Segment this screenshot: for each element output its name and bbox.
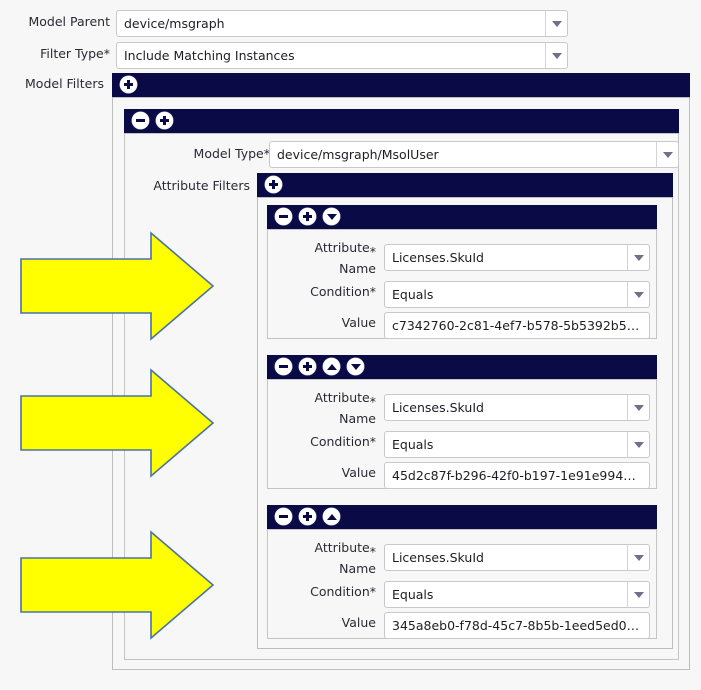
attribute-name-select[interactable]: Licenses.SkuId: [384, 544, 650, 571]
model-parent-select[interactable]: device/msgraph: [116, 10, 568, 37]
condition-select[interactable]: Equals: [384, 281, 650, 308]
add-attribute-filter-button[interactable]: [299, 208, 316, 225]
attribute-filters-label: Attribute Filters: [153, 178, 250, 193]
condition-dropdown-button[interactable]: [627, 582, 649, 607]
attribute-filter-block: Attribute* Name Licenses.SkuId Condition…: [267, 229, 657, 339]
model-filters-panel: Model Type* device/msgraph/MsolUser Attr…: [112, 97, 690, 670]
condition-dropdown-button[interactable]: [627, 432, 649, 457]
remove-model-filter-button[interactable]: [132, 112, 149, 129]
remove-attribute-filter-button[interactable]: [275, 208, 292, 225]
value-input-text: 45d2c87f-b296-42f0-b197-1e91e994b9ff: [392, 468, 643, 483]
filter-type-dropdown-button[interactable]: [545, 43, 567, 68]
condition-label: Condition*: [310, 434, 376, 449]
condition-label: Condition*: [310, 584, 376, 599]
attribute-name-label-line2: Name: [339, 261, 376, 276]
model-filters-label: Model Filters: [25, 76, 104, 91]
required-asterisk: *: [369, 244, 376, 259]
move-up-attribute-filter-button[interactable]: [323, 508, 340, 525]
value-input[interactable]: c7342760-2c81-4ef7-b578-5b5392b57abf: [384, 312, 650, 339]
model-filter-block-panel: Model Type* device/msgraph/MsolUser Attr…: [124, 133, 679, 660]
condition-value: Equals: [392, 437, 434, 452]
attribute-filter-block: Attribute* Name Licenses.SkuId Condition…: [267, 379, 657, 489]
required-asterisk: *: [369, 394, 376, 409]
attribute-name-dropdown-button[interactable]: [627, 395, 649, 420]
condition-value: Equals: [392, 587, 434, 602]
chevron-down-icon: [633, 254, 644, 261]
value-label: Value: [341, 615, 376, 630]
attribute-filters-panel: Attribute* Name Licenses.SkuId Condition…: [257, 197, 673, 649]
filter-type-value: Include Matching Instances: [124, 48, 295, 63]
attribute-name-value: Licenses.SkuId: [392, 550, 484, 565]
chevron-down-icon: [633, 291, 644, 298]
model-parent-value: device/msgraph: [124, 16, 225, 31]
move-down-attribute-filter-button[interactable]: [323, 208, 340, 225]
move-up-attribute-filter-button[interactable]: [323, 358, 340, 375]
add-attribute-filter-button[interactable]: [265, 176, 282, 193]
filter-type-label-wrap: Filter Type*: [0, 40, 110, 68]
attribute-name-value: Licenses.SkuId: [392, 400, 484, 415]
model-filter-block-toolbar: [124, 109, 679, 133]
chevron-down-icon: [551, 52, 562, 59]
attribute-name-label: Attribute* Name: [268, 239, 376, 277]
filter-type-label: Filter Type*: [40, 46, 110, 61]
chevron-down-icon: [662, 151, 673, 158]
value-input-text: 345a8eb0-f78d-45c7-8b5b-1eed5ed02dab: [392, 618, 643, 633]
attribute-filters-toolbar-buttons: [265, 176, 282, 193]
model-type-value: device/msgraph/MsolUser: [277, 147, 439, 162]
chevron-down-icon: [551, 20, 562, 27]
model-type-select[interactable]: device/msgraph/MsolUser: [269, 141, 679, 168]
remove-attribute-filter-button[interactable]: [275, 508, 292, 525]
model-type-label: Model Type*: [193, 146, 270, 161]
move-down-attribute-filter-button[interactable]: [347, 358, 364, 375]
attribute-name-label-line1: Attribute: [314, 390, 370, 405]
attribute-name-dropdown-button[interactable]: [627, 245, 649, 270]
add-attribute-filter-button[interactable]: [299, 358, 316, 375]
value-label: Value: [341, 465, 376, 480]
model-filters-toolbar: [112, 73, 690, 97]
condition-label: Condition*: [310, 284, 376, 299]
chevron-down-icon: [633, 404, 644, 411]
condition-select[interactable]: Equals: [384, 431, 650, 458]
model-parent-dropdown-button[interactable]: [545, 11, 567, 36]
attribute-name-value: Licenses.SkuId: [392, 250, 484, 265]
model-filter-block-toolbar-buttons: [132, 112, 173, 129]
chevron-down-icon: [633, 591, 644, 598]
value-input[interactable]: 345a8eb0-f78d-45c7-8b5b-1eed5ed02dab: [384, 612, 650, 639]
attribute-name-label-line1: Attribute: [314, 540, 370, 555]
attribute-name-label-line2: Name: [339, 411, 376, 426]
condition-dropdown-button[interactable]: [627, 282, 649, 307]
remove-attribute-filter-button[interactable]: [275, 358, 292, 375]
model-parent-label-wrap: Model Parent: [0, 8, 110, 36]
add-model-filter-button-inner[interactable]: [156, 112, 173, 129]
attribute-filter-toolbar-buttons: [275, 508, 340, 525]
attribute-name-label-line1: Attribute: [314, 240, 370, 255]
attribute-name-label: Attribute* Name: [268, 389, 376, 427]
attribute-filter-toolbar: [267, 355, 657, 379]
condition-select[interactable]: Equals: [384, 581, 650, 608]
attribute-filter-toolbar-buttons: [275, 208, 340, 225]
attribute-filters-toolbar: [257, 173, 673, 197]
model-type-dropdown-button[interactable]: [656, 142, 678, 167]
attribute-filter-toolbar-buttons: [275, 358, 364, 375]
attribute-name-select[interactable]: Licenses.SkuId: [384, 244, 650, 271]
filter-type-select[interactable]: Include Matching Instances: [116, 42, 568, 69]
condition-value: Equals: [392, 287, 434, 302]
value-label: Value: [341, 315, 376, 330]
model-parent-label: Model Parent: [28, 14, 110, 29]
value-input-text: c7342760-2c81-4ef7-b578-5b5392b57abf: [392, 318, 643, 333]
attribute-name-label: Attribute* Name: [268, 539, 376, 577]
chevron-down-icon: [633, 554, 644, 561]
required-asterisk: *: [369, 544, 376, 559]
attribute-name-dropdown-button[interactable]: [627, 545, 649, 570]
attribute-filter-toolbar: [267, 205, 657, 229]
attribute-name-label-line2: Name: [339, 561, 376, 576]
attribute-filter-block: Attribute* Name Licenses.SkuId Condition…: [267, 529, 657, 639]
attribute-filter-toolbar: [267, 505, 657, 529]
model-filters-toolbar-buttons: [120, 76, 137, 93]
value-input[interactable]: 45d2c87f-b296-42f0-b197-1e91e994b9ff: [384, 462, 650, 489]
add-attribute-filter-button[interactable]: [299, 508, 316, 525]
chevron-down-icon: [633, 441, 644, 448]
attribute-name-select[interactable]: Licenses.SkuId: [384, 394, 650, 421]
add-model-filter-button[interactable]: [120, 76, 137, 93]
